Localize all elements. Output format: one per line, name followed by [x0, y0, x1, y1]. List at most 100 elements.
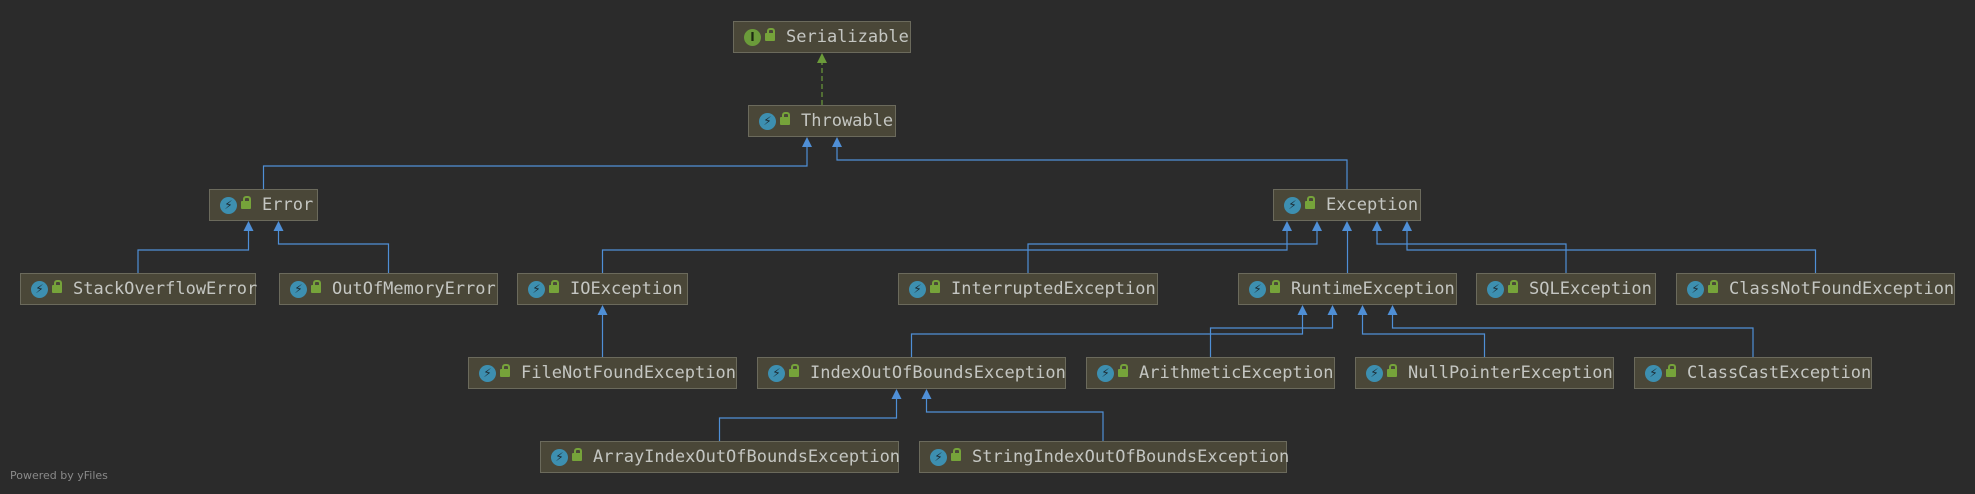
class-icon: ⚡: [759, 113, 776, 130]
edge-classcastexception-to-runtimeexception: [1391, 314, 1754, 357]
node-runtimeexception[interactable]: ⚡ RuntimeException: [1238, 273, 1457, 305]
node-outofmemoryerror[interactable]: ⚡ OutOfMemoryError: [279, 273, 498, 305]
class-icon: ⚡: [528, 281, 545, 298]
public-lock-icon: [52, 280, 62, 293]
class-icon: ⚡: [290, 281, 307, 298]
public-lock-icon: [500, 364, 510, 377]
node-label: FileNotFoundException: [521, 363, 736, 383]
node-arrayindexoutofboundsexception[interactable]: ⚡ ArrayIndexOutOfBoundsException: [540, 441, 901, 473]
node-label: Exception: [1326, 195, 1419, 215]
public-lock-icon: [1305, 196, 1315, 209]
class-icon: ⚡: [1645, 365, 1662, 382]
edge-nullpointerexception-to-runtimeexception: [1361, 314, 1486, 357]
edge-ioexception-to-exception: [601, 230, 1288, 273]
public-lock-icon: [765, 28, 775, 41]
public-lock-icon: [789, 364, 799, 377]
class-icon: ⚡: [551, 449, 568, 466]
node-label: Error: [262, 195, 314, 215]
node-label: ClassNotFoundException: [1729, 279, 1955, 299]
public-lock-icon: [1387, 364, 1397, 377]
class-icon: ⚡: [220, 197, 237, 214]
node-exception[interactable]: ⚡ Exception: [1273, 189, 1421, 221]
node-filenotfoundexception[interactable]: ⚡ FileNotFoundException: [468, 357, 737, 389]
edge-classnotfoundexception-to-exception: [1406, 230, 1817, 273]
class-icon: ⚡: [1249, 281, 1266, 298]
interface-icon: I: [744, 29, 761, 46]
arrowhead-filenotfoundexception-to-ioexception: [597, 305, 608, 315]
class-icon: ⚡: [479, 365, 496, 382]
node-ioexception[interactable]: ⚡ IOException: [517, 273, 688, 305]
node-label: OutOfMemoryError: [332, 279, 496, 299]
node-label: IndexOutOfBoundsException: [810, 363, 1066, 383]
arrowhead-stackoverflowerror-to-error: [243, 221, 254, 231]
arrowhead-runtimeexception-to-exception: [1342, 221, 1352, 231]
node-indexoutofboundsexception[interactable]: ⚡ IndexOutOfBoundsException: [757, 357, 1066, 389]
public-lock-icon: [1708, 280, 1718, 293]
class-icon: ⚡: [1487, 281, 1504, 298]
arrowhead-nullpointerexception-to-runtimeexception: [1357, 305, 1368, 315]
public-lock-icon: [1270, 280, 1280, 293]
arrowhead-arithmeticexception-to-runtimeexception: [1327, 305, 1338, 315]
class-icon: ⚡: [930, 449, 947, 466]
edge-arrayindexoutofboundsexception-to-indexoutofboundsexception: [718, 398, 898, 441]
arrowhead-exception-to-throwable: [832, 137, 842, 147]
edge-error-to-throwable: [262, 146, 808, 189]
public-lock-icon: [951, 448, 961, 461]
node-interruptedexception[interactable]: ⚡ InterruptedException: [898, 273, 1158, 305]
node-label: InterruptedException: [951, 279, 1156, 299]
node-nullpointerexception[interactable]: ⚡ NullPointerException: [1355, 357, 1614, 389]
arrowhead-arrayindexoutofboundsexception-to-indexoutofboundsexception: [891, 389, 902, 399]
node-label: StackOverflowError: [73, 279, 258, 299]
edge-interruptedexception-to-exception: [1027, 230, 1318, 273]
arrowhead-throwable-to-serializable: [817, 53, 827, 63]
class-icon: ⚡: [1097, 365, 1114, 382]
node-classnotfoundexception[interactable]: ⚡ ClassNotFoundException: [1676, 273, 1955, 305]
arrowhead-error-to-throwable: [802, 137, 812, 147]
node-sqlexception[interactable]: ⚡ SQLException: [1476, 273, 1656, 305]
edge-sqlexception-to-exception: [1376, 230, 1567, 273]
arrowhead-stringindexoutofboundsexception-to-indexoutofboundsexception: [921, 389, 932, 399]
class-icon: ⚡: [1284, 197, 1301, 214]
node-label: IOException: [570, 279, 683, 299]
inheritance-edges: [137, 53, 1817, 441]
class-icon: ⚡: [909, 281, 926, 298]
class-icon: ⚡: [1687, 281, 1704, 298]
public-lock-icon: [1666, 364, 1676, 377]
public-lock-icon: [311, 280, 321, 293]
node-label: ArrayIndexOutOfBoundsException: [593, 447, 901, 467]
node-arithmeticexception[interactable]: ⚡ ArithmeticException: [1086, 357, 1335, 389]
node-stackoverflowerror[interactable]: ⚡ StackOverflowError: [20, 273, 258, 305]
class-icon: ⚡: [1366, 365, 1383, 382]
node-label: Throwable: [801, 111, 894, 131]
public-lock-icon: [1118, 364, 1128, 377]
edge-exception-to-throwable: [836, 146, 1348, 189]
node-serializable[interactable]: I Serializable: [733, 21, 911, 53]
edge-stringindexoutofboundsexception-to-indexoutofboundsexception: [925, 398, 1104, 441]
public-lock-icon: [549, 280, 559, 293]
arrowhead-classcastexception-to-runtimeexception: [1387, 305, 1398, 315]
node-label: Serializable: [786, 27, 909, 47]
edge-indexoutofboundsexception-to-runtimeexception: [910, 314, 1304, 357]
public-lock-icon: [1508, 280, 1518, 293]
node-error[interactable]: ⚡ Error: [209, 189, 318, 221]
arrowhead-sqlexception-to-exception: [1372, 221, 1382, 231]
public-lock-icon: [572, 448, 582, 461]
node-label: RuntimeException: [1291, 279, 1455, 299]
arrowhead-ioexception-to-exception: [1282, 221, 1292, 231]
node-throwable[interactable]: ⚡ Throwable: [748, 105, 896, 137]
arrowhead-outofmemoryerror-to-error: [273, 221, 284, 231]
public-lock-icon: [930, 280, 940, 293]
class-icon: ⚡: [768, 365, 785, 382]
arrowhead-indexoutofboundsexception-to-runtimeexception: [1297, 305, 1308, 315]
node-label: SQLException: [1529, 279, 1652, 299]
edge-arithmeticexception-to-runtimeexception: [1209, 314, 1334, 357]
public-lock-icon: [241, 196, 251, 209]
arrowhead-interruptedexception-to-exception: [1312, 221, 1322, 231]
public-lock-icon: [780, 112, 790, 125]
class-icon: ⚡: [31, 281, 48, 298]
edge-stackoverflowerror-to-error: [137, 230, 250, 273]
node-stringindexoutofboundsexception[interactable]: ⚡ StringIndexOutOfBoundsException: [919, 441, 1289, 473]
node-classcastexception[interactable]: ⚡ ClassCastException: [1634, 357, 1872, 389]
node-label: NullPointerException: [1408, 363, 1613, 383]
